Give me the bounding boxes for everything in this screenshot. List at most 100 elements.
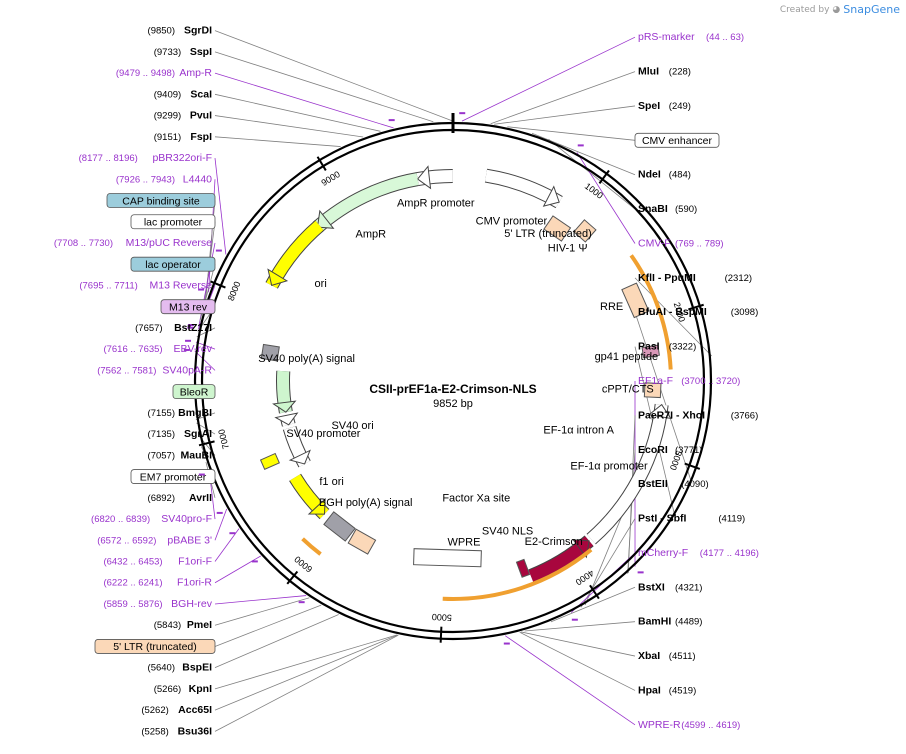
site-position: (44 .. 63) (706, 32, 744, 43)
site-name: BamHI (638, 616, 671, 628)
tick-mark (286, 570, 299, 585)
site-bgh-rev: BGH-rev(5859 .. 5876) (103, 598, 305, 610)
leader-line (548, 138, 636, 210)
site-name: XbaI (638, 650, 660, 662)
site-name: BspEI (182, 662, 212, 674)
feature-box (347, 528, 377, 555)
feature-arrowhead (542, 185, 560, 207)
feature-box (413, 548, 482, 568)
site-position: (590) (675, 204, 697, 215)
feature-arrowhead (272, 400, 297, 413)
site-name: SnaBI (638, 203, 668, 215)
leader-line (214, 595, 307, 605)
leader-line (634, 312, 693, 484)
site-em7-promoter: EM7 promoter (130, 469, 216, 484)
site-spei: SpeI(249) (638, 100, 691, 112)
site-name: CMV enhancer (642, 135, 713, 147)
feature-arrowhead (307, 497, 326, 515)
feature-box (323, 511, 356, 542)
tick-label: 9000 (320, 169, 342, 188)
leader-line (214, 634, 399, 732)
site-position: (5640) (148, 663, 175, 674)
site-position: (3766) (731, 410, 758, 421)
site-position: (7695 .. 7711) (79, 280, 137, 291)
leader-line (214, 634, 398, 690)
site-name: BstXI (638, 581, 665, 593)
leader-line (504, 635, 636, 726)
primer-arrow-icon (459, 112, 466, 115)
site-paer7i-xhoi: PaeR7I - XhoI (3766) (638, 409, 758, 421)
site-sspi: SspI(9733) (154, 46, 212, 58)
feature-label: BGH poly(A) signal (319, 497, 413, 509)
site-sv40pa-r: SV40pA-R (7562 .. 7581) (97, 348, 212, 376)
primer-arrow-icon (215, 249, 222, 252)
site-name: EBV-rev (173, 343, 212, 355)
site-position: (7562 .. 7581) (97, 365, 156, 376)
site-position: (4090) (681, 479, 708, 490)
site-bamhi: BamHI(4489) (638, 616, 702, 628)
site-name: BstZ17I (174, 322, 212, 334)
site-name: CAP binding site (122, 195, 200, 207)
feature-accent-arc (442, 548, 593, 601)
feature-label: ori (315, 278, 327, 290)
feature-label: E2-Crimson (525, 536, 583, 548)
site-name: ScaI (190, 88, 212, 100)
primer-arrow-icon (298, 601, 305, 604)
site-position: (3700 .. 3720) (681, 376, 740, 387)
site-name: MluI (638, 66, 659, 78)
site-bstz17i: BstZ17I(7657) (135, 322, 212, 334)
site-name: pBABE 3' (167, 534, 212, 546)
feature-label: gp41 peptide (595, 351, 659, 363)
feature-label: EF-1α intron A (543, 424, 614, 436)
site-position: (7135) (148, 429, 175, 440)
feature-label: SV40 promoter (286, 428, 360, 440)
site-ef1a-f: EF1a-F(3700 .. 3720) (637, 375, 740, 574)
site-prs-marker: pRS-marker(44 .. 63) (459, 31, 744, 115)
site-5-ltr-truncated-: 5' LTR (truncated) (94, 639, 216, 654)
site-m13-reverse: M13 Reverse(7695 .. 7711) (79, 279, 212, 329)
leader-line (520, 631, 636, 657)
site-position: (9850) (148, 26, 175, 37)
tick-label: 8000 (226, 280, 243, 302)
leader-line (214, 51, 434, 123)
site-ndei: NdeI(484) (638, 169, 691, 181)
site-position: (6222 .. 6241) (103, 578, 162, 589)
leader-line (214, 555, 261, 584)
plasmid-length: 9852 bp (433, 398, 473, 410)
site-name: SV40pA-R (162, 364, 212, 376)
site-box (634, 132, 720, 148)
site-position: (3322) (669, 342, 696, 353)
feature-label: SV40 NLS (482, 525, 533, 537)
site-position: (4519) (669, 685, 696, 696)
site-name: NdeI (638, 169, 661, 181)
primer-arrow-icon (503, 642, 510, 645)
site-position: (9299) (154, 111, 181, 122)
feature-label: HIV-1 Ψ (548, 243, 588, 255)
site-name: PmeI (187, 619, 212, 631)
leader-line (461, 36, 636, 122)
site-m13-puc-reverse: M13/pUC Reverse(7708 .. 7730) (54, 237, 212, 327)
site-fspi: FspI(9151) (154, 131, 212, 143)
site-name: PaeR7I - XhoI (638, 409, 705, 421)
site-position: (7708 .. 7730) (54, 238, 113, 249)
tick-label: 5000 (432, 612, 452, 623)
tick-mark (688, 303, 704, 311)
site-name: MauBI (181, 449, 213, 461)
site-name: BfuAI - BspMI (638, 306, 707, 318)
site-pbabe-3-: pBABE 3'(6572 .. 6592) (97, 511, 223, 546)
site-mcherry-f: mCherry-F(4177 .. 4196) (571, 547, 759, 621)
site-name: SgrAI (184, 428, 212, 440)
site-position: (6432 .. 6453) (103, 557, 162, 568)
site-name: lac promoter (144, 217, 203, 229)
site-name: BleoR (180, 386, 209, 398)
site-sgrdi: SgrDI(9850) (148, 25, 213, 37)
leader-line (550, 586, 636, 623)
leader-line (494, 105, 636, 125)
tick-mark (589, 584, 600, 600)
site-cmv-f: CMV-F(769 .. 789) (577, 144, 724, 249)
tick-label: 4000 (574, 568, 596, 587)
site-bstxi: BstXI(4321) (638, 581, 702, 593)
feature-label: CMV promoter (476, 215, 548, 227)
site-position: (9479 .. 9498) (116, 68, 175, 79)
